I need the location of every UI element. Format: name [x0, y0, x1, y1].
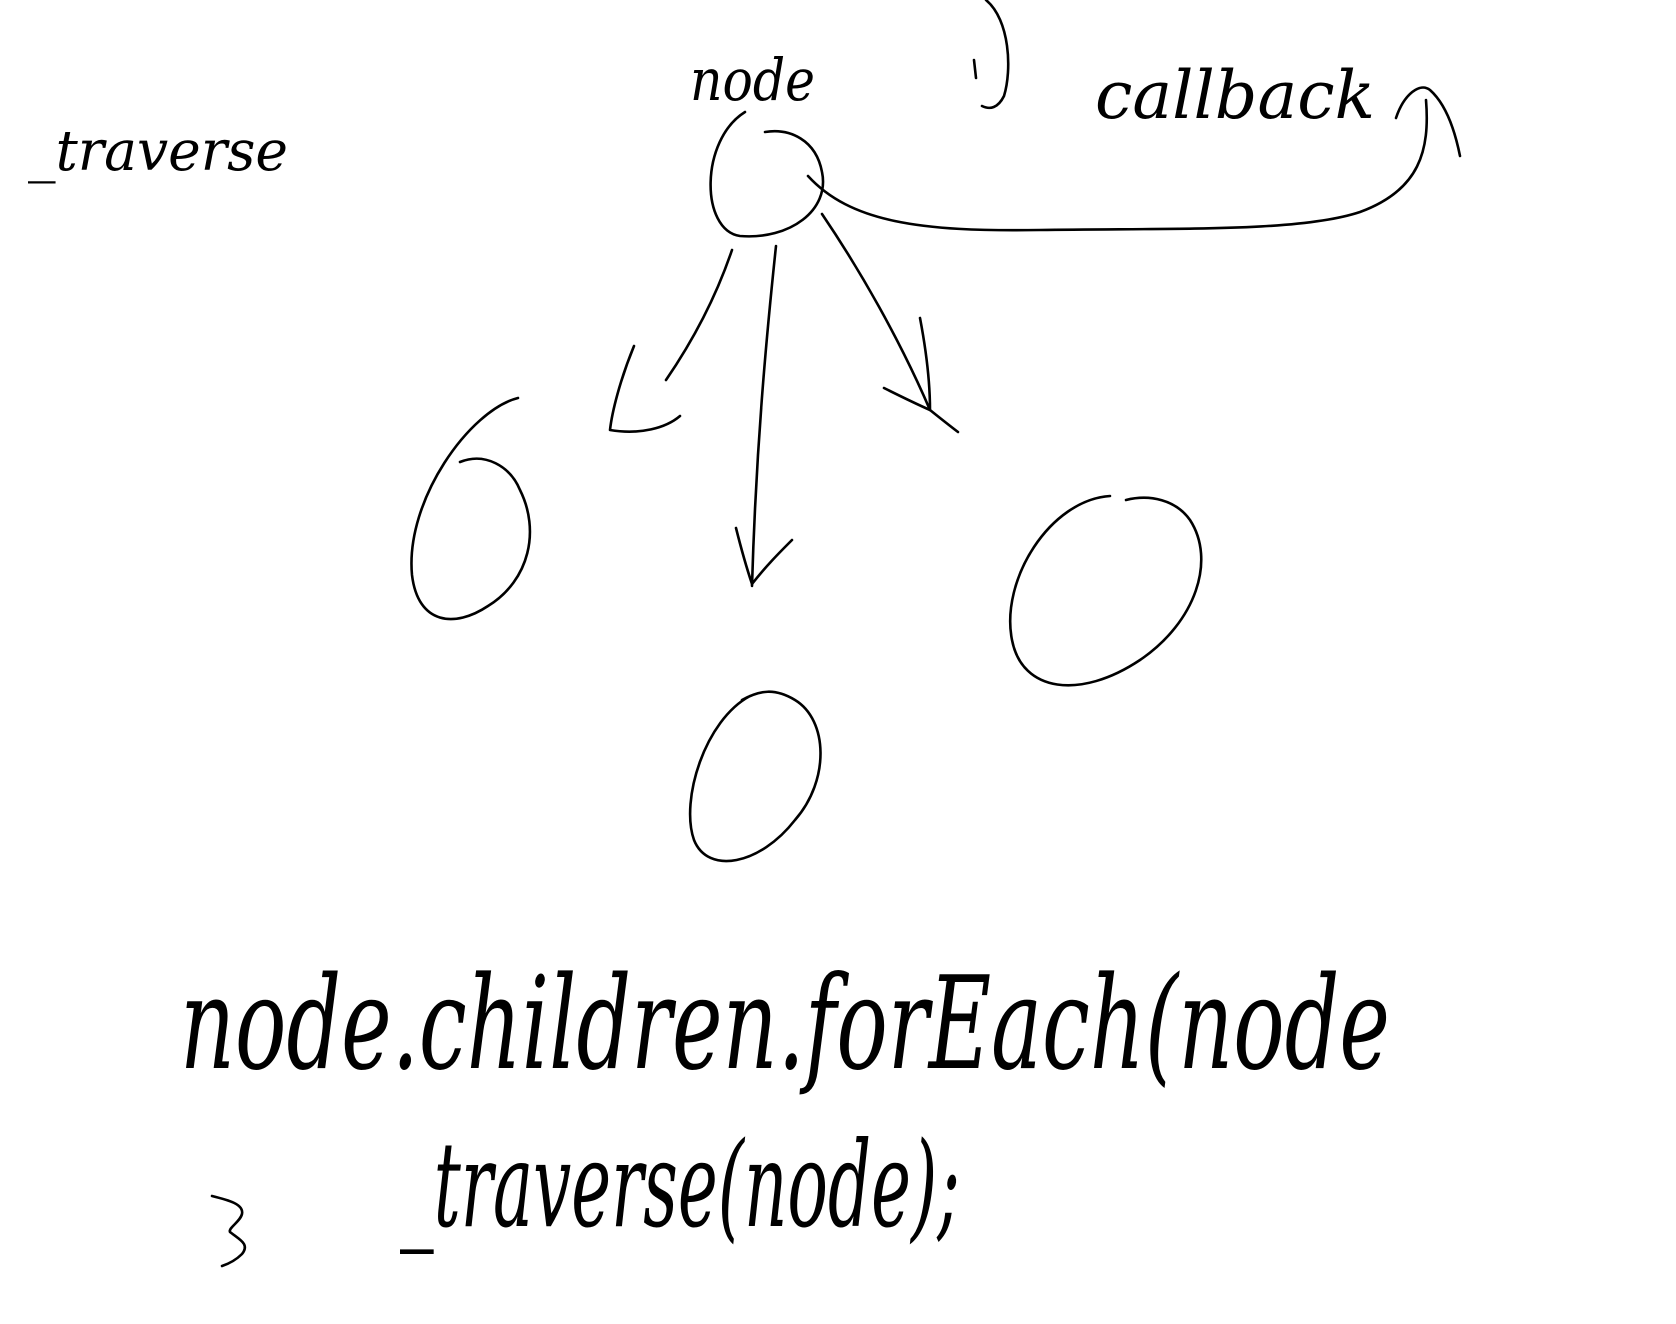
arrowhead-middle-child: [734, 526, 794, 586]
root-node-label: node: [690, 46, 815, 114]
bracket-mark: [980, 0, 1010, 110]
function-name-label: _traverse: [28, 119, 288, 184]
arrowhead-right-child: [882, 316, 960, 434]
code-line-1: node.children.forEach(node: [180, 950, 1390, 1099]
code-line-2: _traverse(node);: [400, 1116, 960, 1254]
callback-label: callback: [1095, 57, 1375, 134]
arrow-right-child: [820, 212, 932, 412]
right-child-circle: [1009, 494, 1203, 687]
arrow-middle-child: [750, 244, 778, 588]
middle-child-circle: [688, 690, 822, 863]
arrow-left-child: [664, 248, 734, 382]
tick-mark: [972, 58, 978, 80]
callback-arrowhead: [1394, 86, 1462, 158]
root-node-circle: [709, 110, 825, 238]
callback-arrow: [806, 98, 1429, 232]
arrowhead-left-child: [608, 344, 682, 433]
left-child-circle: [410, 396, 532, 621]
closing-brace-mark: [210, 1194, 247, 1268]
